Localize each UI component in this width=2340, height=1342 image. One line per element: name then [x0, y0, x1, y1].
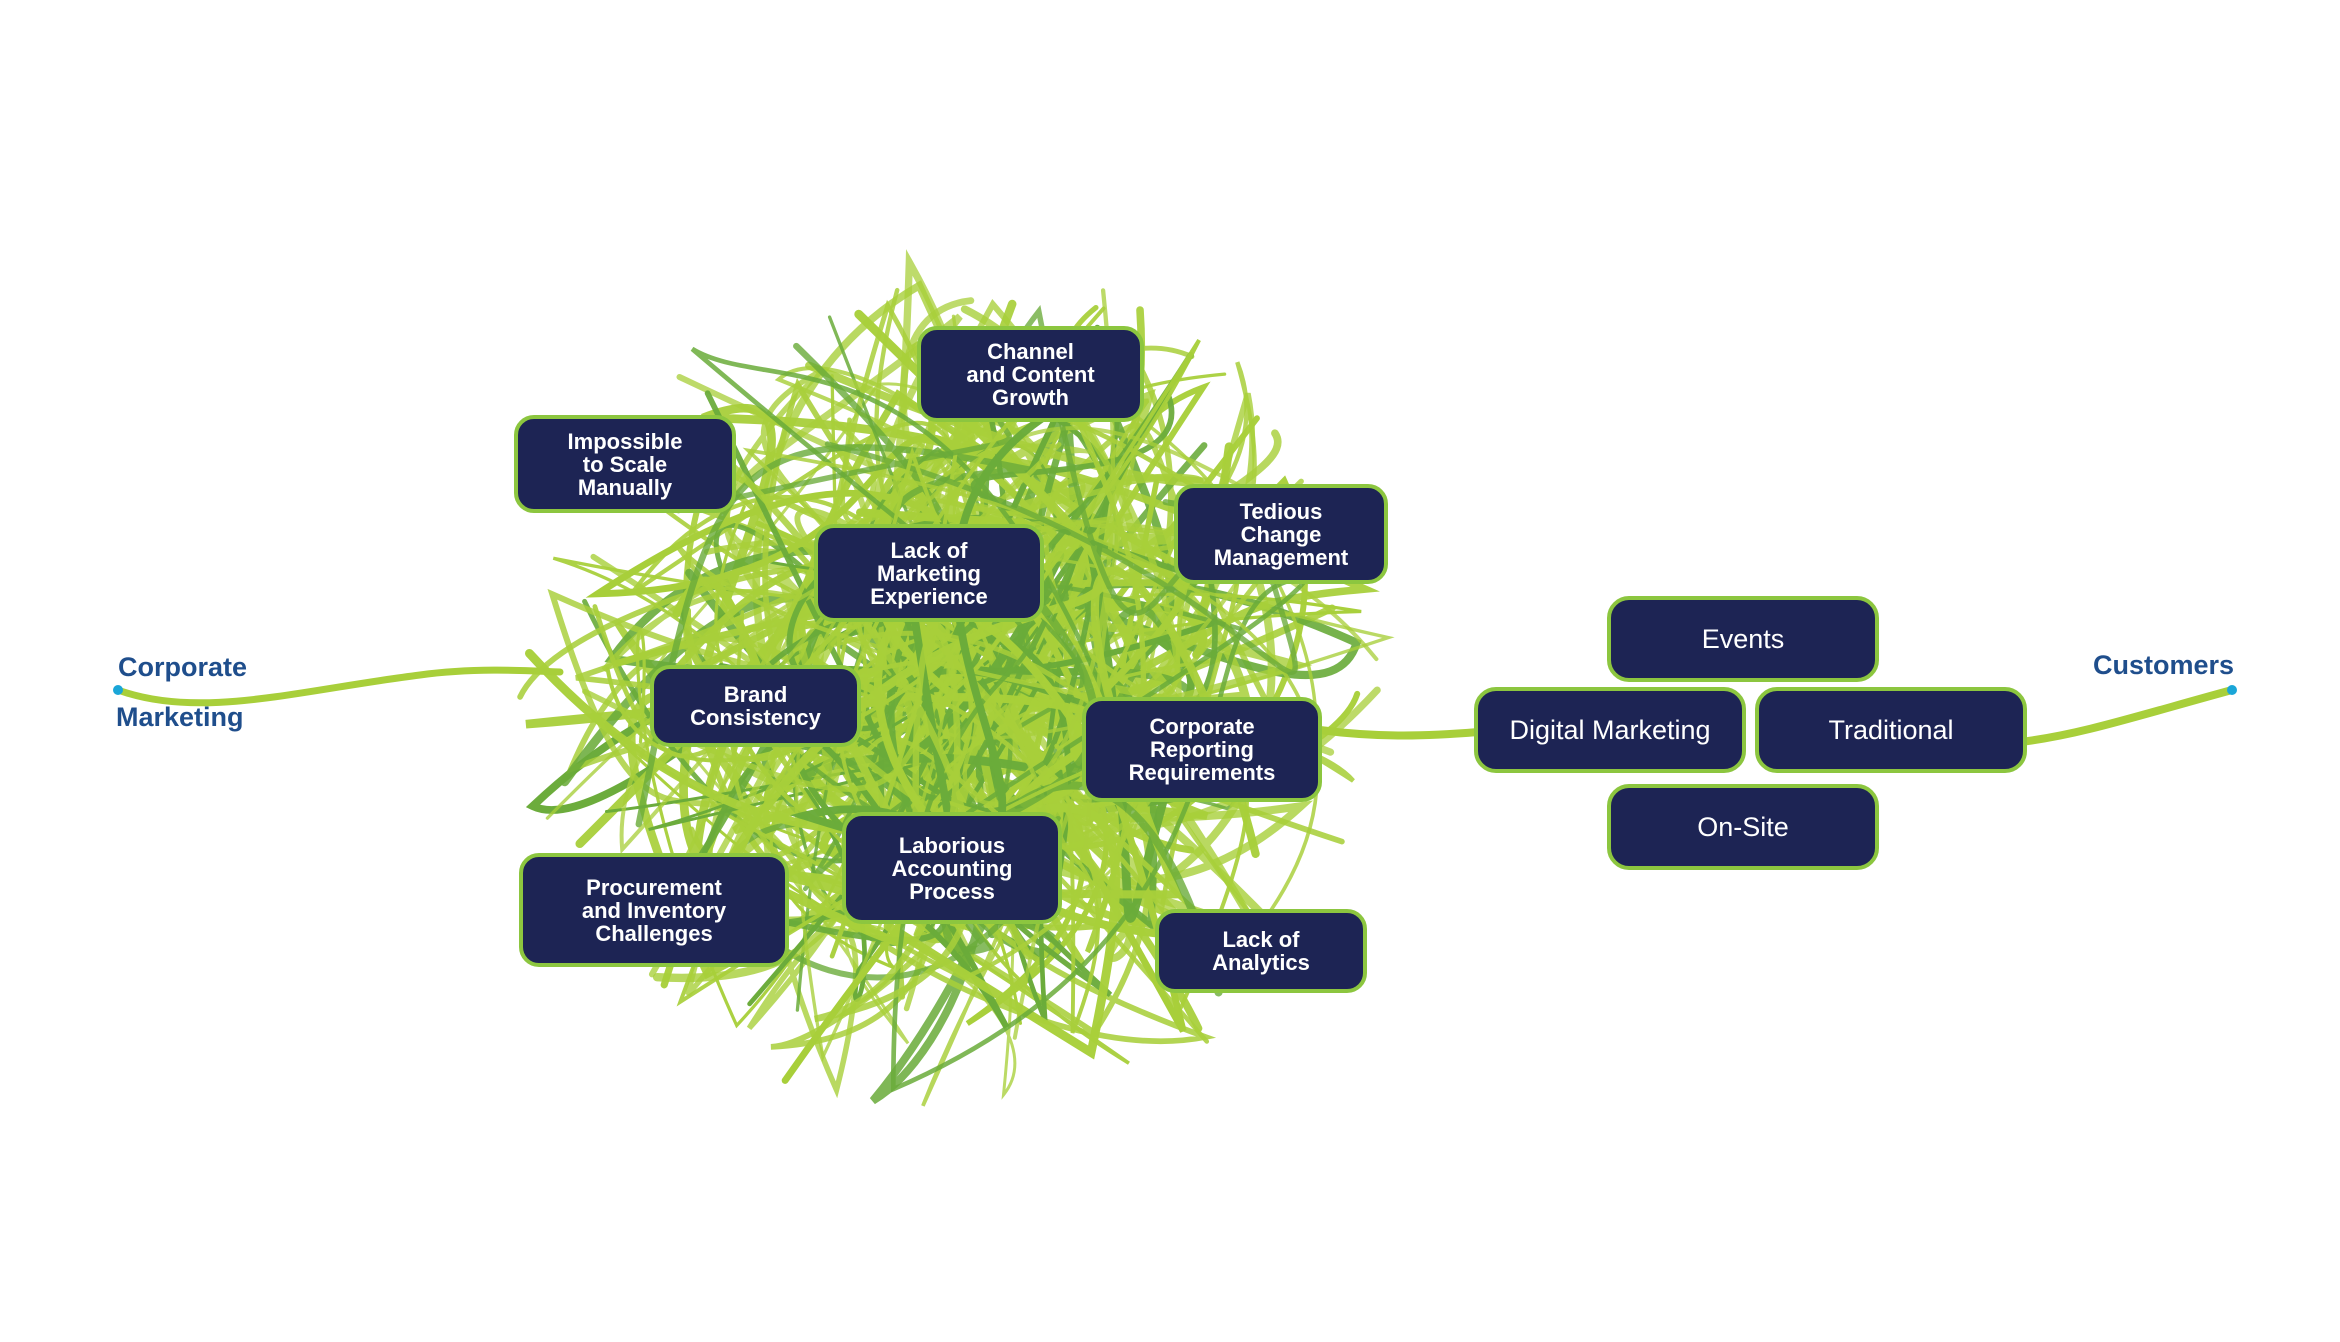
tangle-strand: [675, 304, 1298, 675]
channel-on-site: On-Site: [1607, 784, 1879, 870]
source-label-line1: Corporate: [118, 652, 248, 682]
pain-point-procurement-inventory: Procurement and Inventory Challenges: [519, 853, 789, 967]
channel-events: Events: [1607, 596, 1879, 682]
pain-point-channel-content-growth: Channel and Content Growth: [917, 326, 1144, 422]
input-line: [114, 666, 564, 707]
target-label: Customers: [2093, 650, 2235, 680]
pain-point-impossible-to-scale: Impossible to Scale Manually: [514, 415, 736, 513]
tangle-to-channels-line: [1316, 726, 1482, 740]
tangled-strands: [517, 249, 1395, 1107]
channel-traditional: Traditional: [1755, 687, 2027, 773]
pain-point-lack-of-marketing-experience: Lack of Marketing Experience: [814, 524, 1044, 622]
source-label-line2: Marketing: [116, 702, 244, 732]
source-dot: [113, 685, 123, 695]
pain-point-laborious-accounting: Laborious Accounting Process: [842, 812, 1062, 924]
channel-digital-marketing: Digital Marketing: [1474, 687, 1746, 773]
pain-point-corporate-reporting: Corporate Reporting Requirements: [1082, 697, 1322, 802]
tangle-strand: [688, 424, 975, 1023]
output-line: [2016, 686, 2236, 746]
target-dot: [2227, 685, 2237, 695]
pain-point-brand-consistency: Brand Consistency: [650, 665, 861, 747]
pain-point-tedious-change-management: Tedious Change Management: [1174, 484, 1388, 584]
pain-point-lack-of-analytics: Lack of Analytics: [1155, 909, 1367, 993]
tangle-strand: [582, 479, 1133, 792]
